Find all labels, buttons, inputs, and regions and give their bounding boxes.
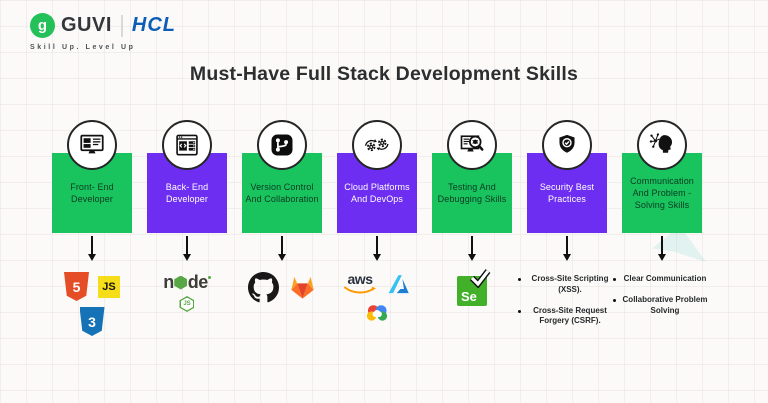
cloud-tools: aws xyxy=(343,272,411,324)
column-cloud-devops: Cloud Platforms And DevOps aws xyxy=(337,120,417,336)
nodejs-badge-icon: JS xyxy=(179,296,195,312)
testing-debug-icon xyxy=(447,120,497,170)
azure-logo-icon xyxy=(388,274,409,293)
javascript-logo-icon: JS xyxy=(98,275,120,298)
selenium-check-icon xyxy=(469,269,491,288)
down-arrow xyxy=(183,236,191,262)
skills-columns: Front- End Developer 5 JS 3 xyxy=(52,120,707,336)
communication-head-icon xyxy=(637,120,687,170)
hcl-wordmark: HCL xyxy=(131,14,177,36)
guvi-wordmark: GUVI xyxy=(61,14,112,36)
version-control-tools xyxy=(247,272,317,303)
down-arrow xyxy=(373,236,381,262)
selenium-logo-icon: Se xyxy=(457,269,491,306)
security-shield-icon xyxy=(542,120,592,170)
page-title: Must-Have Full Stack Development Skills xyxy=(189,63,579,85)
google-cloud-logo-icon xyxy=(366,305,388,321)
down-arrow xyxy=(468,236,476,262)
guvi-logo-icon: g xyxy=(30,13,55,38)
brand-divider xyxy=(120,14,123,37)
down-arrow xyxy=(563,236,571,262)
git-branch-icon xyxy=(257,120,307,170)
header: g GUVI HCL Skill Up. Level Up xyxy=(30,13,176,51)
list-item: Collaborative Problem Solving xyxy=(613,295,711,317)
down-arrow xyxy=(658,236,666,262)
brand-tagline: Skill Up. Level Up xyxy=(30,44,136,51)
down-arrow xyxy=(88,236,96,262)
column-communication: Communication And Problem -Solving Skill… xyxy=(613,120,707,336)
communication-points: Clear Communication Collaborative Proble… xyxy=(613,272,711,316)
column-version-control: Version Control And Collaboration xyxy=(242,120,322,336)
column-testing: Testing And Debugging Skills Se xyxy=(432,120,512,336)
front-end-tools: 5 JS 3 xyxy=(64,272,120,336)
backend-server-icon xyxy=(162,120,212,170)
list-item: Clear Communication xyxy=(613,274,711,285)
aws-logo: aws xyxy=(343,272,377,295)
brand-row: g GUVI HCL xyxy=(30,13,176,38)
github-logo-icon xyxy=(247,272,279,303)
css3-logo-icon: 3 xyxy=(79,307,105,336)
list-item: Cross-Site Scripting (XSS). xyxy=(518,274,616,296)
gitlab-logo-icon xyxy=(290,276,314,299)
security-points: Cross-Site Scripting (XSS). Cross-Site R… xyxy=(518,272,616,327)
list-item: Cross-Site Request Forgery (CSRF). xyxy=(518,306,616,328)
column-front-end: Front- End Developer 5 JS 3 xyxy=(52,120,132,336)
frontend-monitor-icon xyxy=(67,120,117,170)
column-security: Security Best Practices Cross-Site Scrip… xyxy=(518,120,608,336)
testing-tools: Se xyxy=(457,269,491,306)
node-hexagon-icon xyxy=(174,275,188,290)
devops-gears-icon xyxy=(352,120,402,170)
down-arrow xyxy=(278,236,286,262)
aws-smile-icon xyxy=(344,286,376,294)
html5-logo-icon: 5 xyxy=(64,272,89,301)
